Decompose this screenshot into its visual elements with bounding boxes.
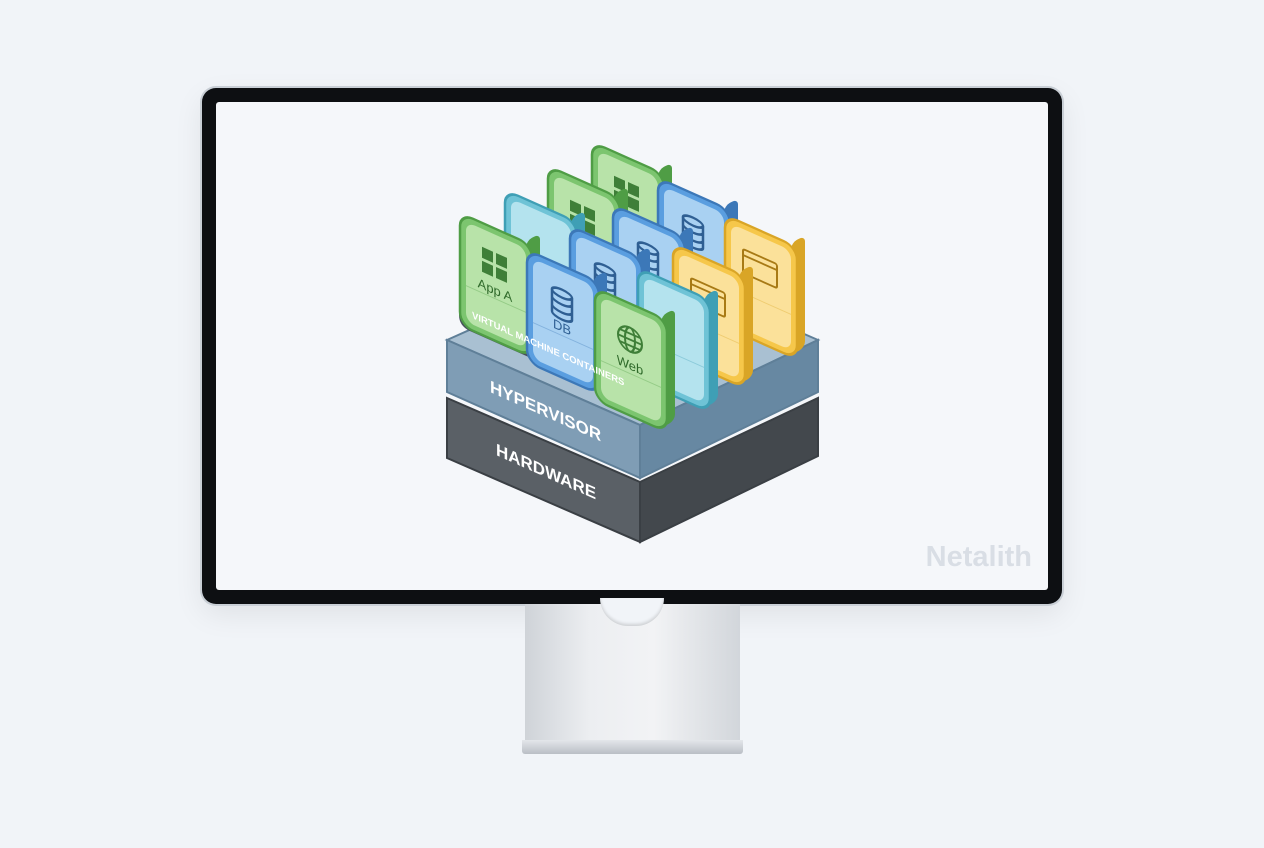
database-icon (550, 286, 574, 323)
monitor-stand-foot (522, 740, 743, 754)
browser-window-icon (742, 248, 778, 289)
monitor-stand (525, 604, 740, 744)
brand-watermark: Netalith (925, 541, 1032, 573)
web-container-tile: Web (593, 291, 675, 429)
globe-icon (617, 325, 643, 354)
app-grid-icon (482, 246, 507, 283)
